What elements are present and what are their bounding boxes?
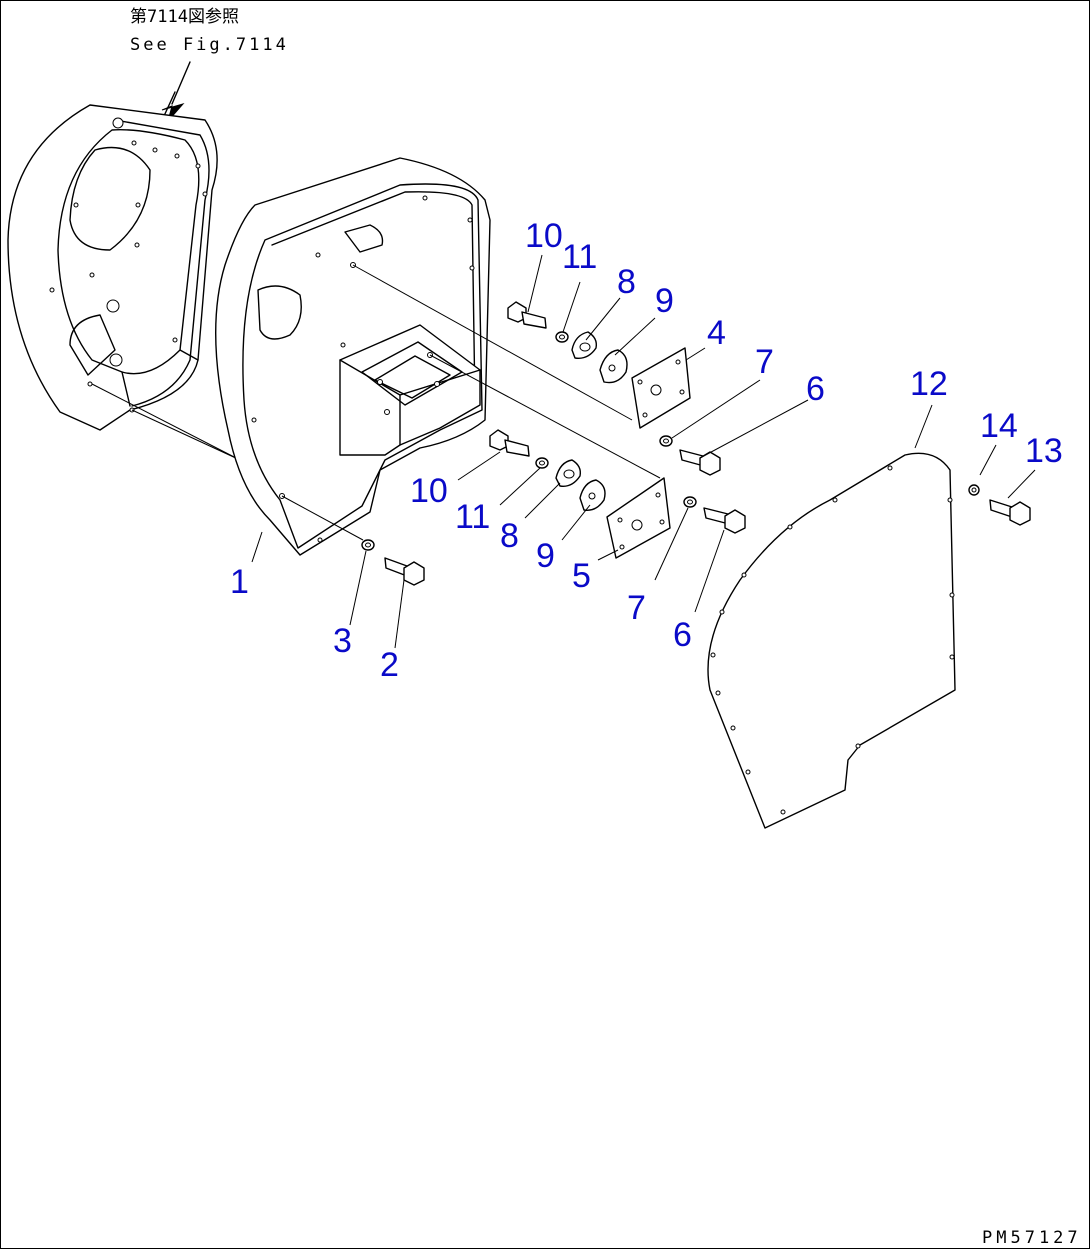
reference-arrow — [161, 61, 191, 122]
callout-7-upper: 7 — [755, 343, 774, 381]
callout-12: 12 — [910, 365, 948, 403]
callout-10-lower: 10 — [410, 472, 448, 510]
callout-1: 1 — [230, 563, 249, 601]
lower-fastener-group — [361, 429, 1031, 586]
callout-6-upper: 6 — [806, 370, 825, 408]
callout-10-upper: 10 — [525, 217, 563, 255]
cover-plate — [707, 452, 956, 829]
leader-lines — [251, 254, 1036, 649]
callout-2: 2 — [380, 646, 399, 684]
callout-13: 13 — [1025, 432, 1063, 470]
bolt-2 — [384, 557, 425, 586]
callout-9-upper: 9 — [655, 282, 674, 320]
rear-housing — [7, 104, 218, 431]
callout-9-lower: 9 — [536, 537, 555, 575]
callout-8-upper: 8 — [617, 263, 636, 301]
upper-fastener-group — [507, 301, 721, 476]
bolt-10-upper — [507, 301, 547, 329]
assembly-lines-rear — [91, 383, 241, 461]
reference-japanese: 第7114図参照 — [130, 7, 239, 27]
callout-4: 4 — [707, 314, 726, 352]
reference-english: See Fig.7114 — [130, 35, 289, 55]
callout-11-lower: 11 — [455, 498, 490, 536]
bolt-6-upper — [679, 449, 721, 476]
main-housing — [214, 157, 491, 556]
callout-6-lower: 6 — [673, 616, 692, 654]
callout-3: 3 — [333, 622, 352, 660]
callout-numbers: 1 2 3 4 5 6 6 7 7 8 8 9 9 10 10 11 11 12… — [230, 217, 1063, 684]
plate-5 — [606, 477, 671, 559]
drawing-code: PM57127 — [982, 1228, 1082, 1248]
callout-14: 14 — [980, 407, 1018, 445]
bolt-6-lower — [703, 507, 746, 534]
callout-8-lower: 8 — [500, 517, 519, 555]
assembly-lines-main — [281, 264, 661, 541]
callout-5: 5 — [572, 557, 591, 595]
bolt-13 — [989, 499, 1031, 526]
callout-7-lower: 7 — [627, 589, 646, 627]
bolt-10-lower — [489, 429, 530, 457]
callout-11-upper: 11 — [562, 238, 597, 276]
